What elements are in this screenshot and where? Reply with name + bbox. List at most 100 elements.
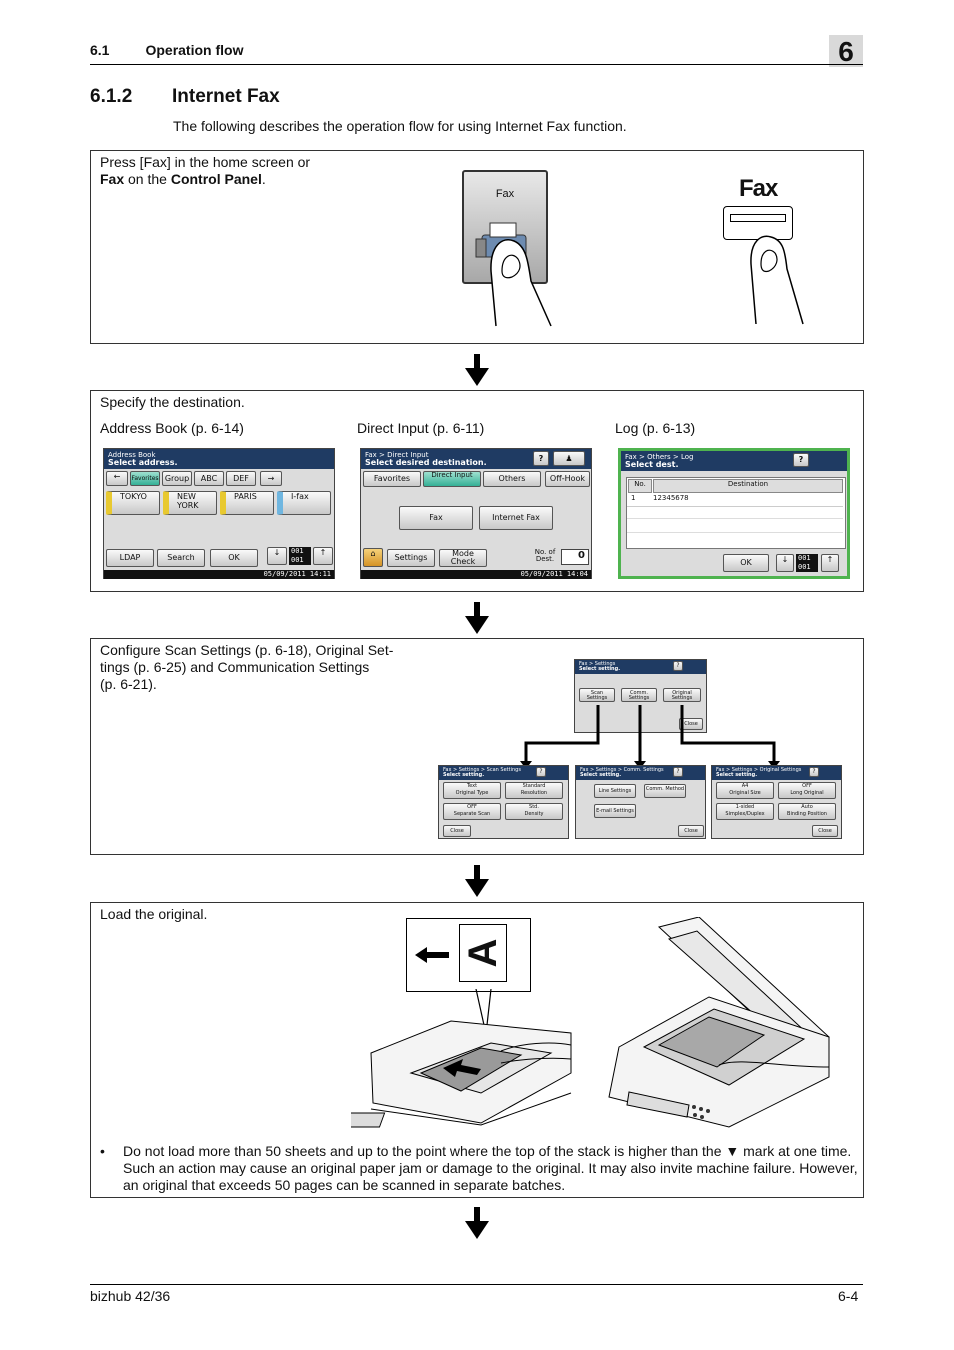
close-button[interactable]: Close [678, 825, 704, 837]
help-button[interactable]: ? [809, 767, 819, 777]
ok-button[interactable]: OK [210, 549, 258, 567]
page-up-button[interactable]: ↑ [313, 547, 333, 565]
close-button[interactable]: Close [679, 718, 703, 730]
log-row[interactable]: 1 12345678 [627, 494, 843, 507]
internet-fax-button[interactable]: Internet Fax [479, 506, 553, 530]
settings-button[interactable]: Settings [387, 549, 435, 567]
ldap-button[interactable]: LDAP [106, 549, 154, 567]
tab-off-hook[interactable]: Off-Hook [545, 471, 590, 487]
long-original-value: OFF [802, 783, 812, 789]
page-up-button[interactable]: ↑ [821, 554, 839, 572]
search-button[interactable]: Search [157, 549, 205, 567]
page-counter-bottom: 001 [796, 563, 818, 572]
left-arrow-icon [415, 947, 449, 963]
fax-home-button-label: Fax [495, 188, 515, 200]
tab-favorites[interactable]: Favorites [363, 471, 421, 487]
flow-arrow-4 [465, 1207, 489, 1239]
back-arrow-button[interactable]: ← [106, 471, 128, 486]
help-button[interactable]: ? [533, 451, 549, 466]
close-button[interactable]: Close [443, 825, 471, 837]
log-caption: Log (p. 6-13) [615, 420, 696, 436]
tab-def[interactable]: DEF [226, 471, 256, 486]
separate-scan-label: Separate Scan [453, 811, 491, 817]
footer-rule [90, 1284, 863, 1285]
original-settings-button[interactable]: Original Settings [663, 688, 701, 702]
tab-favorites[interactable]: Favorites [130, 471, 160, 486]
forward-arrow-button[interactable]: → [260, 471, 282, 486]
scan-settings-button[interactable]: Scan Settings [579, 688, 615, 702]
section-number: 6.1 [90, 42, 110, 58]
ok-button[interactable]: OK [723, 554, 769, 572]
title-text: Internet Fax [172, 86, 280, 107]
address-caption: Address Book (p. 6-14) [100, 420, 244, 436]
direct-caption: Direct Input (p. 6-11) [357, 420, 485, 436]
adf-loading-illustration [351, 1020, 572, 1128]
settings-crumb: Fax > Settings [579, 661, 616, 667]
log-row-no: 1 [631, 494, 636, 502]
address-crumb: Address Book [108, 451, 156, 459]
long-original-label: Long Original [790, 790, 824, 796]
help-button[interactable]: ? [536, 767, 546, 777]
comm-method-button[interactable]: Comm. Method [644, 784, 686, 798]
original-size-label: Original Size [729, 790, 761, 796]
fax-key-slot [730, 214, 786, 222]
tab-group[interactable]: Group [162, 471, 192, 486]
mode-check-button[interactable]: Mode Check [439, 549, 487, 567]
note-text: Do not load more than 50 sheets and up t… [123, 1143, 858, 1193]
comm-settings-button[interactable]: Comm. Settings [621, 688, 657, 702]
step-2-box: Specify the destination. Address Book (p… [90, 390, 864, 592]
entry-i-fax[interactable]: I-fax [277, 491, 331, 515]
entry-tokyo[interactable]: TOKYO [106, 491, 160, 515]
separate-scan-value: OFF [467, 804, 477, 810]
help-button[interactable]: ? [673, 767, 683, 777]
resolution-label: Resolution [520, 790, 548, 796]
page-down-button[interactable]: ↓ [267, 547, 287, 565]
step-1-bold-fax: Fax [100, 171, 125, 187]
user-icon-button[interactable]: ♟ [553, 451, 585, 466]
tab-others[interactable]: Others [483, 471, 541, 487]
note-bullet: • [100, 1143, 105, 1159]
step-4-box: Load the original. A • Do not load more … [90, 902, 864, 1198]
section-title: Operation flow [145, 42, 244, 58]
connector-lines [520, 705, 780, 769]
help-button[interactable]: ? [673, 661, 683, 671]
help-button[interactable]: ? [793, 453, 809, 467]
page-down-button[interactable]: ↓ [776, 554, 794, 572]
close-button[interactable]: Close [812, 825, 838, 837]
status-bar-datetime: 05/09/2011 14:11 [104, 570, 334, 579]
title-number: 6.1.2 [90, 86, 133, 107]
fax-button[interactable]: Fax [399, 506, 473, 530]
tab-direct-input[interactable]: Direct Input [423, 471, 481, 487]
home-icon[interactable]: ⌂ [363, 548, 383, 567]
density-button[interactable]: Std.Density [505, 803, 563, 820]
tab-abc[interactable]: ABC [194, 471, 224, 486]
finger-press-icon [750, 235, 804, 325]
simplex-duplex-value: 1-sided [735, 804, 755, 810]
log-table: No. Destination 1 12345678 [626, 477, 846, 549]
email-settings-button[interactable]: E-mail Settings [594, 804, 636, 818]
line-settings-button[interactable]: Line Settings [594, 784, 636, 798]
direct-crumb: Fax > Direct Input [365, 451, 429, 459]
entry-new-york[interactable]: NEW YORK [163, 491, 217, 515]
step-1-box: Press [Fax] in the home screen or Fax on… [90, 150, 864, 344]
entry-paris[interactable]: PARIS [220, 491, 274, 515]
orig-crumb: Fax > Settings > Original Settings [716, 767, 802, 773]
page-counter-top: 001 [289, 547, 311, 556]
flow-arrow-2 [465, 602, 489, 634]
status-bar-datetime: 05/09/2011 14:04 [361, 570, 591, 579]
